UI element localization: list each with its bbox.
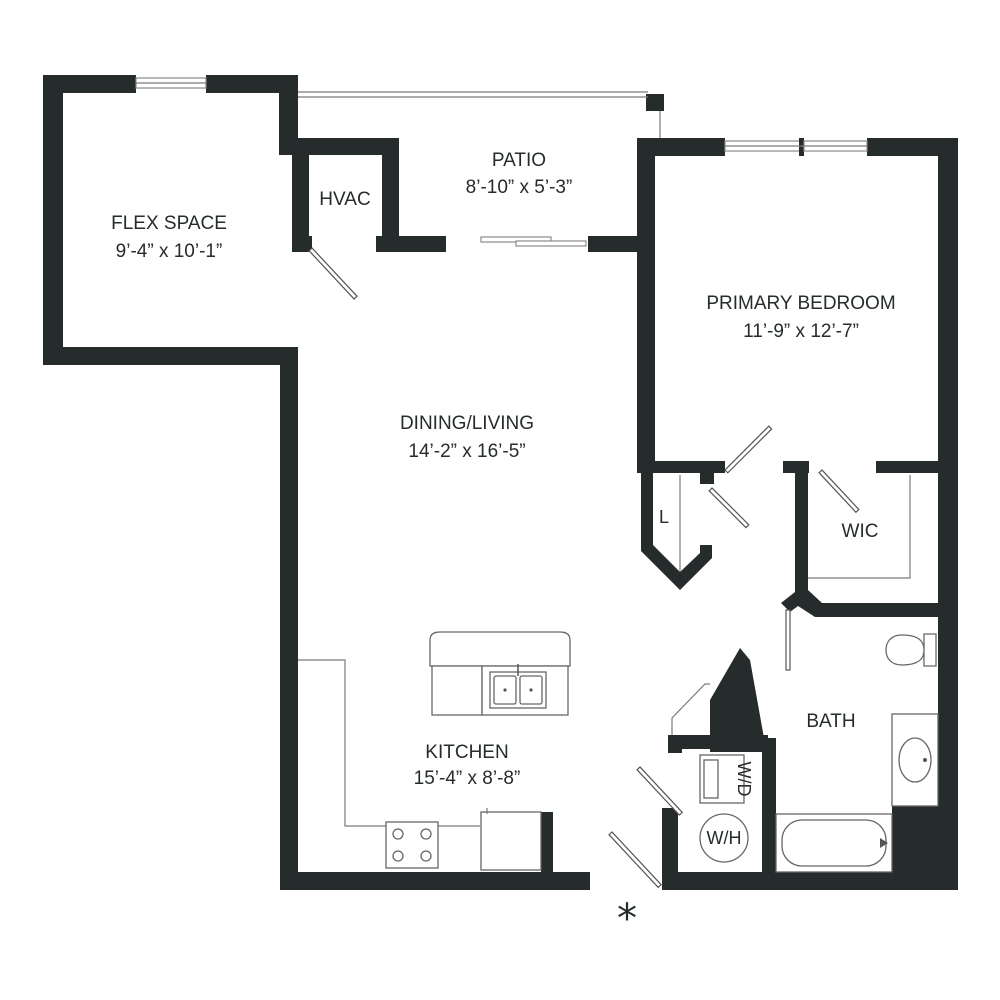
wall-flex-left	[43, 75, 63, 365]
wall-bath-corner	[892, 806, 942, 876]
patio-post	[646, 94, 664, 111]
kitchen-label: KITCHEN	[425, 742, 508, 763]
wall-laundry-left	[668, 735, 682, 753]
water-heater	[699, 813, 749, 863]
patio-outline	[298, 91, 661, 138]
stove	[385, 821, 439, 869]
dining-living-size: 14’-2” x 16’-5”	[408, 441, 525, 462]
bath-label: BATH	[806, 711, 855, 732]
water-heater-label: W/H	[707, 828, 742, 848]
patio-label: PATIO	[492, 150, 546, 171]
flex-space-label: FLEX SPACE	[111, 213, 227, 234]
patio-size: 8’-10” x 5’-3”	[466, 177, 573, 198]
wall-bed-bottom-right	[876, 461, 946, 473]
kitchen-size: 15’-4” x 8’-8”	[414, 768, 521, 789]
kitchen-island	[429, 631, 571, 667]
labels: FLEX SPACE 9’-4” x 10’-1” PATIO 8’-10” x…	[111, 150, 896, 942]
window-bedroom-mullion	[799, 138, 804, 156]
wic-label: WIC	[842, 521, 879, 542]
door-bedroom[interactable]	[724, 425, 773, 474]
wic-shelf	[808, 475, 911, 579]
other-fixtures	[671, 475, 939, 873]
wall-bed-top-right	[867, 138, 958, 156]
wall-linen	[641, 468, 712, 590]
refrigerator	[480, 811, 542, 871]
wall-linen-door-stub	[700, 470, 714, 484]
wall-bed-top-left	[637, 138, 725, 156]
wall-laundry-angled	[710, 648, 776, 872]
door-linen[interactable]	[708, 487, 750, 529]
kitchen-fixtures	[298, 631, 571, 871]
wall-kitchen-stub	[541, 812, 553, 882]
door-entry[interactable]	[608, 831, 662, 889]
door-wic[interactable]	[818, 469, 860, 514]
laundry-shelf	[671, 683, 710, 735]
door-laundry[interactable]	[636, 766, 684, 816]
door-bath[interactable]	[785, 609, 791, 671]
hvac-label: HVAC	[319, 189, 370, 210]
wall-living-left	[280, 347, 298, 890]
primary-bedroom-label: PRIMARY BEDROOM	[706, 293, 895, 314]
wall-hvac-right	[382, 138, 399, 252]
entry-marker: *	[617, 896, 637, 942]
wall-patio-right-bottom	[588, 236, 650, 252]
wall-bed-left	[637, 138, 655, 468]
wall-flex-top-right	[206, 75, 298, 93]
sliding-door[interactable]	[480, 236, 587, 247]
wall-flex-bottom	[43, 347, 298, 365]
door-hvac[interactable]	[308, 247, 358, 300]
linen-label: L	[659, 507, 669, 527]
wall-wh-left	[662, 808, 678, 890]
wall-wic-bath	[781, 468, 946, 617]
wall-hvac-left	[292, 138, 309, 252]
dining-living-label: DINING/LIVING	[400, 413, 534, 434]
toilet	[885, 633, 937, 667]
wall-hvac-bottom-left	[292, 236, 312, 252]
dishwasher	[431, 665, 483, 716]
wall-hvac-bottom-right	[376, 236, 446, 252]
wall-flex-right-upper	[279, 75, 298, 155]
wall-bottom-left	[280, 872, 590, 890]
sink-basin	[898, 737, 932, 783]
primary-bedroom-size: 11’-9” x 12’-7”	[743, 321, 859, 342]
windows	[135, 77, 868, 156]
wall-laundry-top	[668, 735, 768, 749]
flex-space-size: 9’-4” x 10’-1”	[116, 241, 223, 262]
washer-dryer-label: W/D	[734, 762, 754, 797]
wall-bottom-right	[662, 872, 958, 890]
wall-flex-top-left	[43, 75, 136, 93]
wall-right-exterior	[938, 138, 958, 890]
doors[interactable]	[308, 247, 860, 889]
walls	[43, 75, 958, 890]
